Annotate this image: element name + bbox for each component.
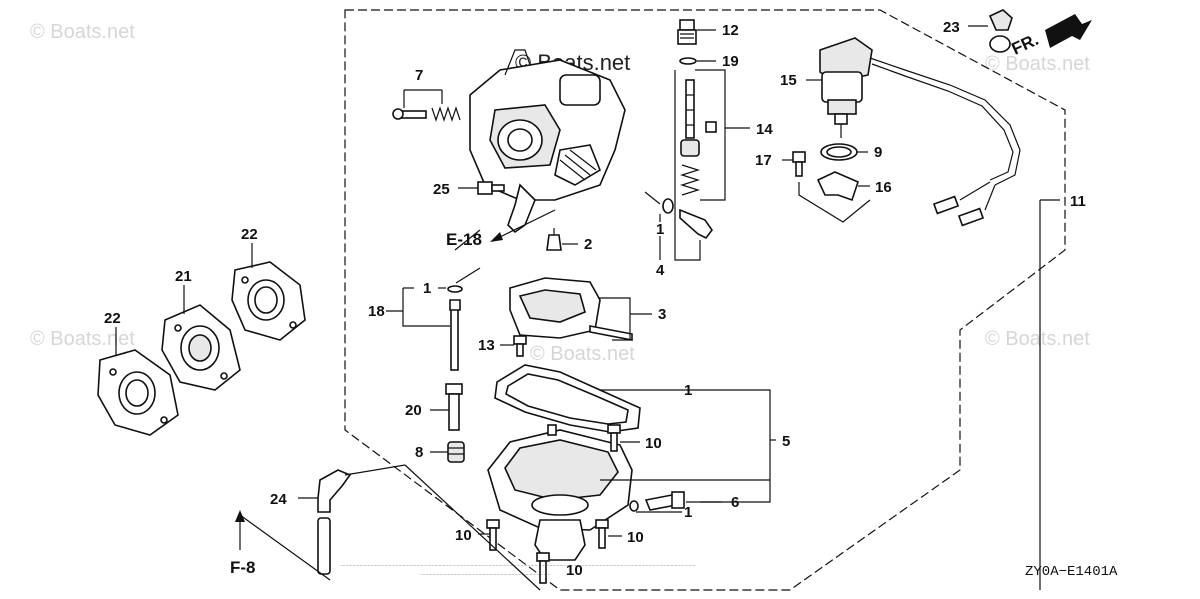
- callout-25: 25: [433, 181, 450, 198]
- assembly-boundary: [344, 9, 1066, 591]
- fuel-hose-24: [298, 464, 541, 591]
- drain-tube-18: [386, 229, 481, 371]
- fitting-20: [430, 383, 463, 431]
- callout-15: 15: [780, 72, 797, 89]
- f8-reference: [235, 510, 331, 581]
- callout-10-right: 10: [627, 529, 644, 546]
- callout-10-upper: 10: [645, 435, 662, 452]
- screw-10-upper: [607, 424, 640, 452]
- screw-10-left: [478, 519, 500, 551]
- ref-e18: E-18: [446, 230, 482, 249]
- callout-10-bottom: 10: [566, 562, 583, 579]
- ref-f8: F-8: [230, 558, 256, 577]
- callout-22-lower: 22: [104, 310, 121, 327]
- callout-16: 16: [875, 179, 892, 196]
- gasket-22-lower: [97, 327, 179, 436]
- e18-leader: [497, 209, 556, 239]
- watermark-mid-left: © Boats.net: [30, 328, 135, 350]
- screw-13: [500, 335, 527, 357]
- callout-9: 9: [874, 144, 882, 161]
- fuel-cut-solenoid-15: [806, 37, 873, 138]
- callout-24: 24: [270, 491, 287, 508]
- callout-1-washer: 1: [423, 280, 431, 297]
- callout-3: 3: [658, 306, 666, 323]
- watermark-top-right: © Boats.net: [985, 53, 1090, 75]
- float-chamber: [487, 424, 633, 561]
- callout-11: 11: [1070, 193, 1086, 210]
- callout-5-bracket: [678, 389, 771, 503]
- watermark-mid-right: © Boats.net: [985, 328, 1090, 350]
- callout-10-left: 10: [455, 527, 472, 544]
- needle-jet: [546, 228, 578, 251]
- callout-2: 2: [584, 236, 592, 253]
- callout-17: 17: [755, 152, 772, 169]
- callout-8: 8: [415, 444, 423, 461]
- float-assembly: [509, 277, 652, 341]
- wiring-harness: [869, 57, 1060, 590]
- screw-17: [782, 151, 806, 177]
- clip-23: [968, 9, 1013, 53]
- callout-1-o-ring: 1: [656, 221, 664, 238]
- e18-arrow: [490, 232, 503, 242]
- insulator-21: [161, 285, 241, 391]
- callout-4: 4: [656, 262, 665, 279]
- clamp-16: [798, 171, 871, 223]
- callout-23: 23: [943, 19, 960, 36]
- callout-1-drain-o-ring: 1: [684, 504, 692, 521]
- watermark-top-left: © Boats.net: [30, 21, 135, 43]
- drain-screw-6: [629, 491, 722, 513]
- carburetor-body: [469, 49, 626, 234]
- bolt-25: [458, 181, 505, 195]
- o-ring-9: [820, 143, 868, 161]
- screw-10-right: [595, 519, 622, 549]
- callout-22-upper: 22: [241, 226, 258, 243]
- gasket-22-upper: [231, 243, 306, 341]
- screw-10-bottom: [536, 552, 550, 584]
- slow-jet: [677, 19, 716, 45]
- watermark-center: © Boats.net: [530, 343, 635, 365]
- float-chamber-gasket: [494, 364, 678, 433]
- copyright-line-2: ........................................…: [420, 571, 551, 577]
- callout-19: 19: [722, 53, 739, 70]
- pilot-screw-spring: [392, 89, 461, 122]
- washer-19: [679, 57, 716, 65]
- callout-20: 20: [405, 402, 422, 419]
- callout-5: 5: [782, 433, 790, 450]
- callout-18: 18: [368, 303, 385, 320]
- callout-12: 12: [722, 22, 739, 39]
- emulsion-tube-assembly: [674, 69, 750, 261]
- callout-13: 13: [478, 337, 495, 354]
- copyright-line-1: ........................................…: [340, 562, 696, 568]
- front-direction-arrow: [1045, 14, 1092, 48]
- main-jet-assembly: [644, 191, 713, 260]
- callout-7: 7: [415, 67, 423, 84]
- callout-6: 6: [731, 494, 739, 511]
- callout-21: 21: [175, 268, 192, 285]
- connector-drain-leader: [455, 267, 481, 284]
- callout-14: 14: [756, 121, 773, 138]
- diagram-code: ZY0A−E1401A: [1025, 564, 1118, 580]
- cap-8: [430, 441, 465, 463]
